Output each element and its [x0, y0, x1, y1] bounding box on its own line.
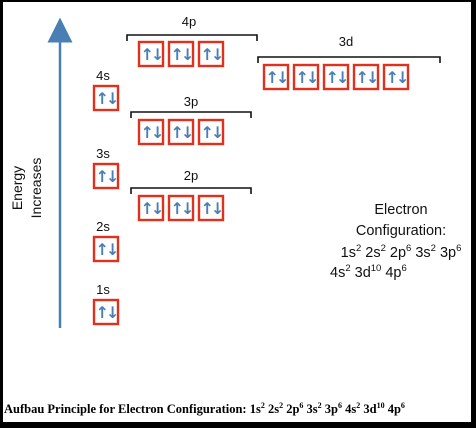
- electron-pair-3s-1: ↑↓: [96, 167, 117, 186]
- orbital-box-1s-1: [92, 298, 120, 326]
- orbital-label-3s: 3s: [96, 146, 110, 161]
- electron-pair-2p-2: ↑↓: [171, 199, 192, 218]
- orbital-box-3d-4: [352, 63, 380, 91]
- orbital-bracket-2p: [130, 187, 252, 194]
- config-term-base: 4p: [385, 265, 401, 281]
- electron-pair-3d-3: ↑↓: [326, 68, 347, 87]
- electron-pair-4p-2: ↑↓: [171, 45, 192, 64]
- energy-axis-label: Energy Increases: [9, 158, 44, 219]
- config-term-exponent: 6: [401, 263, 406, 274]
- config-term-exponent: 2: [356, 243, 361, 254]
- electron-pair-2p-3: ↑↓: [201, 199, 222, 218]
- orbital-3p: 3p↑↓↑↓↑↓: [130, 94, 252, 146]
- electron-pair-4s-1: ↑↓: [96, 89, 117, 108]
- config-term-base: 2s: [365, 245, 380, 261]
- orbital-box-2p-2: [167, 194, 195, 222]
- caption-terms: 1s2 2s2 2p6 3s2 3p6 4s2 3d10 4p6: [249, 400, 405, 416]
- orbital-box-4p-2: [167, 40, 195, 68]
- config-term-base: 1s: [341, 245, 356, 261]
- config-term-exponent: 6: [406, 243, 411, 254]
- caption-term: 1s2: [249, 400, 265, 416]
- caption-term: 2p6: [286, 400, 304, 416]
- axis-label-line1: Energy: [9, 166, 25, 210]
- electron-pair-3p-3: ↑↓: [201, 123, 222, 142]
- electron-pair-4p-3: ↑↓: [201, 45, 222, 64]
- electron-pair-1s-1: ↑↓: [96, 303, 117, 322]
- orbital-label-2s: 2s: [96, 219, 110, 234]
- config-term-exponent: 2: [381, 243, 386, 254]
- configuration-title-line2: Configuration:: [356, 223, 446, 239]
- caption-term: 4s2: [345, 400, 361, 416]
- caption: Aufbau Principle for Electron Configurat…: [4, 399, 470, 419]
- electron-pair-3d-4: ↑↓: [356, 68, 377, 87]
- orbital-bracket-3d: [257, 56, 441, 63]
- orbital-3d: 3d ↑↓ ↑↓ ↑↓ ↑↓ ↑↓: [257, 34, 441, 91]
- orbital-box-3p-1: [137, 118, 165, 146]
- orbital-bracket-3p: [130, 111, 252, 118]
- orbital-label-3p: 3p: [184, 94, 198, 109]
- orbital-label-4s: 4s: [96, 68, 110, 83]
- orbital-4p: 4p ↑↓ ↑↓ ↑↓: [126, 14, 258, 68]
- caption-term: 4p6: [387, 400, 405, 416]
- configuration-block: Electron Configuration: 1s2​2s2​2p6​3s2​…: [330, 202, 461, 281]
- electron-pair-2p-1: ↑↓: [141, 199, 162, 218]
- orbital-layer: 1s↑↓2s↑↓2p↑↓↑↓↑↓3s↑↓3p↑↓↑↓↑↓4s↑↓3d↑↓↑↓↑↓…: [92, 14, 441, 326]
- electron-pair-3d-2: ↑↓: [296, 68, 317, 87]
- config-term-exponent: 10: [371, 263, 382, 274]
- orbital-box-3s-1: [92, 162, 120, 190]
- config-term-base: 4s: [330, 265, 345, 281]
- electron-pair-4p-1: ↑↓: [141, 45, 162, 64]
- config-term-base: 2p: [390, 245, 406, 261]
- orbital-2p: 2p ↑↓ ↑↓ ↑↓: [130, 168, 252, 222]
- orbital-box-2s-1: [92, 235, 120, 263]
- config-term-exponent: 2: [345, 263, 350, 274]
- axis-label-line2: Increases: [28, 158, 44, 219]
- config-term-exponent: 6: [456, 243, 461, 254]
- orbital-box-3d-3: [322, 63, 350, 91]
- config-term-base: 3s: [415, 245, 430, 261]
- electron-pair-2s-1: ↑↓: [96, 240, 117, 259]
- configuration-line2: 4s2​3d10​4p6​: [330, 263, 407, 281]
- electron-pair-3d-5: ↑↓: [386, 68, 407, 87]
- orbital-1s: 1s ↑↓: [92, 282, 120, 326]
- electron-pair-3p-2: ↑↓: [171, 123, 192, 142]
- config-term-base: 3d: [355, 265, 371, 281]
- orbital-bracket-4p: [126, 34, 258, 41]
- orbital-box-3d-5: [382, 63, 410, 91]
- configuration-title-line1: Electron: [374, 202, 427, 218]
- orbital-box-3p-3: [197, 118, 225, 146]
- configuration-line1: 1s2​2s2​2p6​3s2​3p6​: [341, 243, 462, 261]
- orbital-3s: 3s ↑↓: [92, 146, 120, 190]
- caption-term: 3p6: [324, 400, 342, 416]
- orbital-label-2p: 2p: [184, 168, 198, 183]
- orbital-4s: 4s ↑↓: [92, 68, 120, 112]
- caption-term: 2s2: [267, 400, 284, 416]
- orbital-box-3d-1: [262, 63, 290, 91]
- caption-term: 3s2: [306, 400, 322, 416]
- electron-pair-3p-1: ↑↓: [141, 123, 162, 142]
- orbital-box-2p-3: [197, 194, 225, 222]
- config-term-base: 3p: [440, 245, 456, 261]
- orbital-label-4p: 4p: [182, 14, 196, 29]
- orbital-2s: 2s ↑↓: [92, 219, 120, 263]
- orbital-box-4p-1: [137, 40, 165, 68]
- orbital-label-3d: 3d: [339, 34, 353, 49]
- orbital-box-3p-2: [167, 118, 195, 146]
- caption-prefix: Aufbau Principle for Electron Configurat…: [4, 402, 247, 416]
- config-term-exponent: 2: [431, 243, 436, 254]
- orbital-box-3d-2: [292, 63, 320, 91]
- orbital-box-4s-1: [92, 84, 120, 112]
- orbital-box-4p-3: [197, 40, 225, 68]
- caption-term: 3d10: [363, 400, 385, 416]
- orbital-box-2p-1: [137, 194, 165, 222]
- orbital-label-1s: 1s: [96, 282, 110, 297]
- electron-pair-3d-1: ↑↓: [266, 68, 287, 87]
